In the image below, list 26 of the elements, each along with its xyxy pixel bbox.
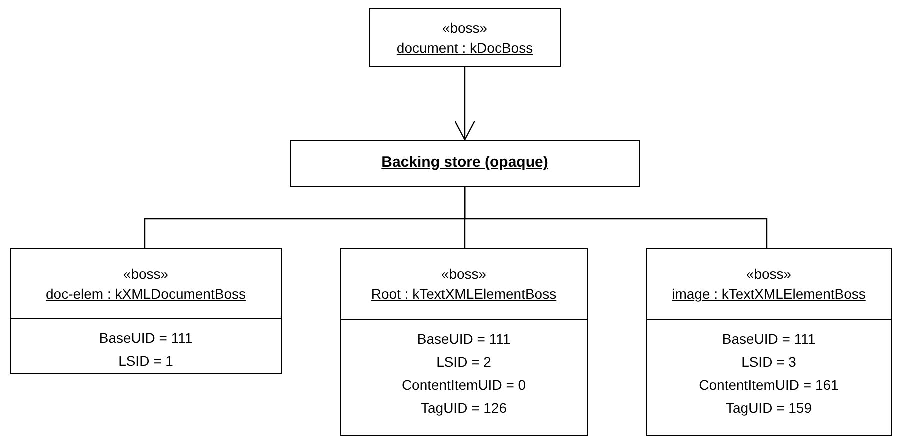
attribute-text: LSID = 1	[118, 352, 174, 371]
stereotype: «boss»	[442, 18, 488, 38]
attribute-text: ContentItemUID = 0	[402, 376, 526, 395]
attribute-text: LSID = 2	[436, 353, 492, 372]
object-name: Root : kTextXMLElementBoss	[371, 285, 557, 304]
attribute-text: ContentItemUID = 161	[699, 376, 839, 395]
connector-line	[464, 187, 768, 248]
attribute-text: TagUID = 126	[421, 399, 507, 418]
object-name: doc-elem : kXMLDocumentBoss	[46, 284, 246, 304]
object-box	[646, 248, 892, 436]
attribute-text: BaseUID = 111	[99, 329, 193, 348]
attribute-text: BaseUID = 111	[417, 330, 511, 349]
attribute-text: BaseUID = 111	[722, 330, 816, 349]
object-name: Backing store (opaque)	[382, 153, 548, 174]
object-name: image : kTextXMLElementBoss	[672, 285, 866, 304]
stereotype: «boss»	[746, 265, 792, 284]
object-box	[290, 140, 640, 187]
object-box	[369, 8, 561, 67]
object-box	[10, 248, 282, 374]
stereotype: «boss»	[123, 264, 169, 284]
attribute-text: LSID = 3	[742, 353, 796, 372]
attribute-text: TagUID = 159	[726, 399, 812, 418]
arrow	[454, 67, 476, 141]
object-box	[340, 248, 588, 436]
stereotype: «boss»	[441, 265, 487, 284]
object-name: document : kDocBoss	[396, 38, 534, 58]
